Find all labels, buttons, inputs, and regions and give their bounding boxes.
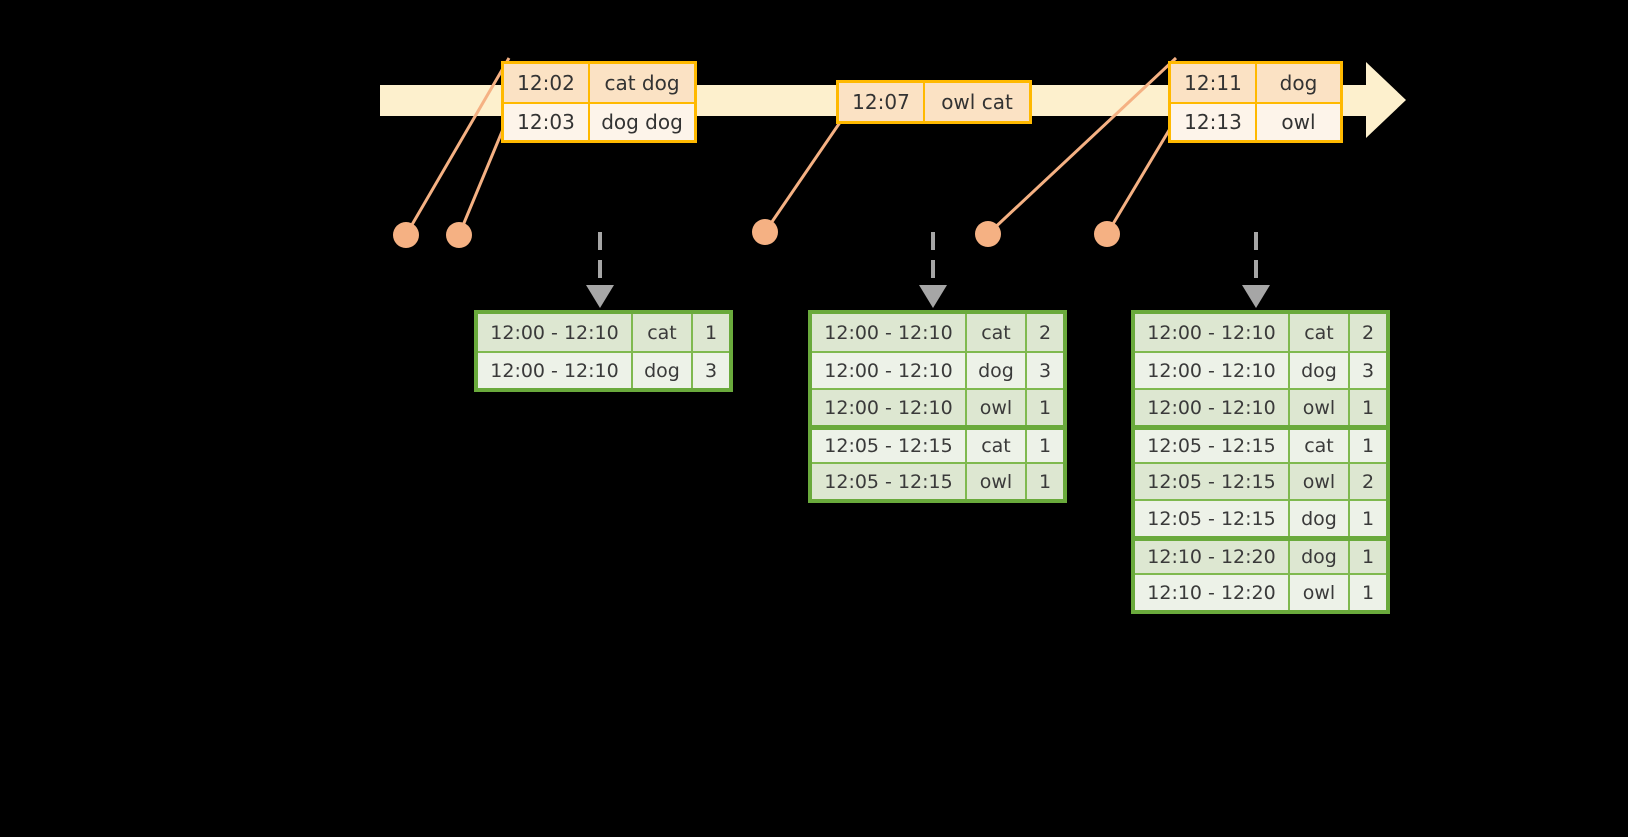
- table-cell-count: 2: [1025, 314, 1063, 351]
- table-cell-key: cat: [631, 314, 691, 351]
- event-words: owl cat: [923, 83, 1029, 121]
- event-row: 12:07 owl cat: [839, 83, 1029, 121]
- event-time: 12:07: [839, 83, 923, 121]
- dashed-arrow-head-icon-2: [919, 285, 947, 308]
- table-cell-count: 1: [691, 314, 729, 351]
- table-cell-count: 3: [1348, 353, 1386, 388]
- connector-line-1207: [763, 117, 845, 233]
- table-cell-key: owl: [965, 390, 1025, 425]
- table-cell-count: 1: [1348, 541, 1386, 573]
- table-cell-window: 12:10 - 12:20: [1135, 541, 1288, 573]
- table-cell-window: 12:10 - 12:20: [1135, 575, 1288, 610]
- table-cell-key: dog: [1288, 541, 1348, 573]
- table-cell-window: 12:00 - 12:10: [478, 314, 631, 351]
- table-cell-count: 2: [1348, 314, 1386, 351]
- table-cell-key: dog: [1288, 501, 1348, 536]
- event-words: owl: [1255, 104, 1340, 140]
- table-cell-key: dog: [965, 353, 1025, 388]
- table-cell-key: owl: [1288, 575, 1348, 610]
- table-cell-count: 2: [1348, 464, 1386, 499]
- event-box-1: 12:02 cat dog 12:03 dog dog: [501, 61, 697, 143]
- table-cell-window: 12:00 - 12:10: [1135, 353, 1288, 388]
- table-cell-key: dog: [1288, 353, 1348, 388]
- connector-dot-1213: [1094, 221, 1120, 247]
- table-cell-window: 12:00 - 12:10: [478, 353, 631, 388]
- table-cell-window: 12:00 - 12:10: [1135, 390, 1288, 425]
- table-cell-key: cat: [965, 314, 1025, 351]
- table-cell-window: 12:05 - 12:15: [812, 464, 965, 499]
- table-cell-window: 12:00 - 12:10: [812, 390, 965, 425]
- event-time: 12:13: [1171, 104, 1255, 140]
- event-words: dog dog: [588, 104, 694, 140]
- table-cell-window: 12:05 - 12:15: [1135, 430, 1288, 462]
- table-cell-count: 1: [1348, 430, 1386, 462]
- table-cell-window: 12:05 - 12:15: [1135, 501, 1288, 536]
- table-cell-key: cat: [1288, 430, 1348, 462]
- table-cell-count: 1: [1348, 501, 1386, 536]
- connector-dot-1203: [446, 222, 472, 248]
- table-cell-window: 12:00 - 12:10: [812, 353, 965, 388]
- event-words: dog: [1255, 64, 1340, 102]
- table-cell-count: 1: [1348, 390, 1386, 425]
- connector-dot-1202: [393, 222, 419, 248]
- event-time: 12:03: [504, 104, 588, 140]
- event-row: 12:11 dog: [1171, 64, 1340, 102]
- event-time: 12:02: [504, 64, 588, 102]
- connector-dot-1211: [975, 221, 1001, 247]
- table-cell-key: cat: [965, 430, 1025, 462]
- table-cell-count: 1: [1025, 390, 1063, 425]
- table-cell-window: 12:05 - 12:15: [1135, 464, 1288, 499]
- timeline-arrow-head-icon: [1366, 62, 1406, 138]
- dashed-arrow-head-icon-3: [1242, 285, 1270, 308]
- table-cell-key: owl: [1288, 464, 1348, 499]
- connector-dot-1207: [752, 219, 778, 245]
- event-row: 12:03 dog dog: [504, 102, 694, 140]
- table-cell-count: 1: [1348, 575, 1386, 610]
- event-row: 12:13 owl: [1171, 102, 1340, 140]
- event-box-3: 12:11 dog 12:13 owl: [1168, 61, 1343, 143]
- table-cell-key: dog: [631, 353, 691, 388]
- connector-line-1203: [457, 121, 508, 236]
- event-time: 12:11: [1171, 64, 1255, 102]
- event-box-2: 12:07 owl cat: [836, 80, 1032, 124]
- table-cell-count: 3: [1025, 353, 1063, 388]
- table-cell-window: 12:05 - 12:15: [812, 430, 965, 462]
- event-row: 12:02 cat dog: [504, 64, 694, 102]
- event-words: cat dog: [588, 64, 694, 102]
- table-cell-count: 1: [1025, 464, 1063, 499]
- table-cell-key: owl: [1288, 390, 1348, 425]
- table-cell-count: 1: [1025, 430, 1063, 462]
- table-cell-key: cat: [1288, 314, 1348, 351]
- table-cell-count: 3: [691, 353, 729, 388]
- table-cell-window: 12:00 - 12:10: [812, 314, 965, 351]
- connector-line-1213: [1105, 121, 1176, 235]
- dashed-arrow-head-icon-1: [586, 285, 614, 308]
- table-cell-key: owl: [965, 464, 1025, 499]
- table-cell-window: 12:00 - 12:10: [1135, 314, 1288, 351]
